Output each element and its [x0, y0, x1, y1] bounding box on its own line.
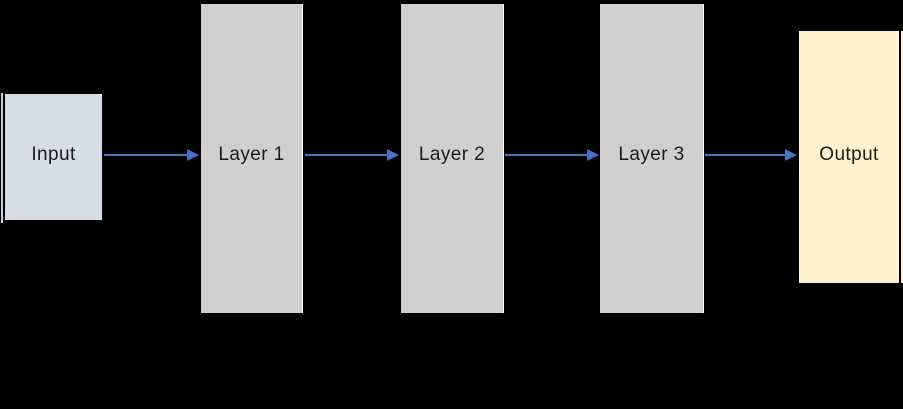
right-edge-artifact-line	[901, 31, 903, 283]
arrow-shaft	[705, 153, 787, 157]
node-input: Input	[5, 94, 102, 220]
arrow-head-icon	[785, 149, 797, 161]
arrow-head-icon	[587, 149, 599, 161]
node-layer-3: Layer 3	[600, 4, 704, 313]
flow-arrow-layer3-to-output	[705, 149, 797, 161]
flow-arrow-input-to-layer1	[104, 149, 199, 161]
node-output: Output	[799, 31, 899, 283]
arrow-head-icon	[187, 149, 199, 161]
node-layer-2-label: Layer 2	[418, 144, 486, 165]
arrow-shaft	[505, 153, 589, 157]
node-layer-1-label: Layer 1	[218, 144, 285, 165]
node-output-label: Output	[819, 144, 879, 165]
node-layer-1: Layer 1	[201, 4, 303, 313]
arrow-shaft	[104, 153, 189, 157]
arrow-head-icon	[387, 149, 399, 161]
flow-arrow-layer1-to-layer2	[305, 149, 399, 161]
left-edge-artifact-line	[1, 93, 3, 223]
arrow-shaft	[305, 153, 389, 157]
node-layer-2: Layer 2	[401, 4, 504, 313]
node-input-label: Input	[31, 144, 76, 165]
flow-arrow-layer2-to-layer3	[505, 149, 599, 161]
node-layer-3-label: Layer 3	[618, 144, 685, 165]
